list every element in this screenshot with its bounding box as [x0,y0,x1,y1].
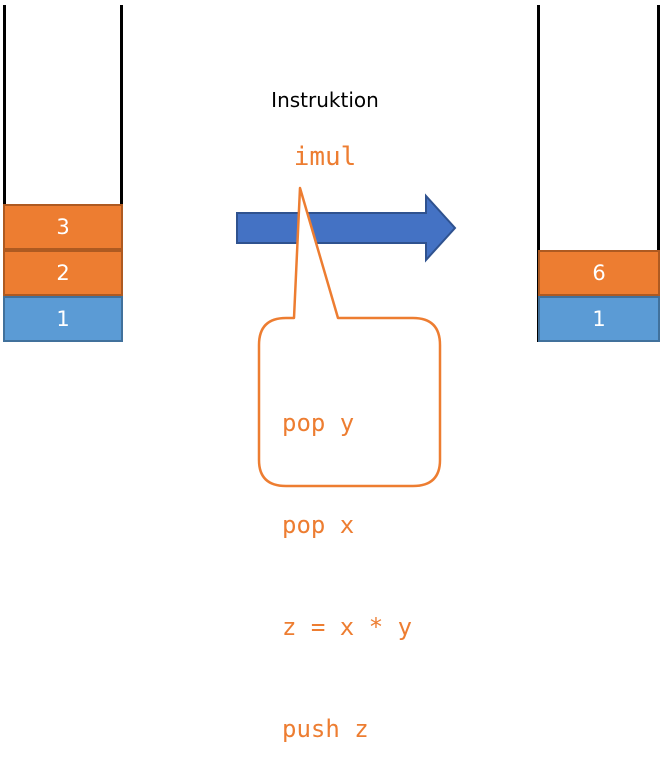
diagram-graphics [236,186,457,488]
instruction-heading: Instruktion [271,88,379,112]
right-stack-wall-left [537,5,540,342]
left-stack-cell-middle: 2 [3,250,123,296]
callout-code: pop y pop x z = x * y push z [282,338,412,780]
left-stack-wall-right [120,5,123,342]
right-stack-cell-bottom: 1 [538,296,660,342]
left-stack-cell-bottom: 1 [3,296,123,342]
right-stack-cell-top: 6 [538,250,660,296]
right-stack-wall-right [657,5,660,342]
callout-line: push z [282,715,369,743]
callout-line: z = x * y [282,613,413,641]
left-stack-wall-left [3,5,6,342]
transform-arrow [236,193,457,263]
callout-line: pop x [282,511,355,539]
callout-bubble [257,186,442,488]
instruction-name: imul [293,142,357,172]
callout-line: pop y [282,409,355,437]
left-stack-cell-top: 3 [3,204,123,250]
